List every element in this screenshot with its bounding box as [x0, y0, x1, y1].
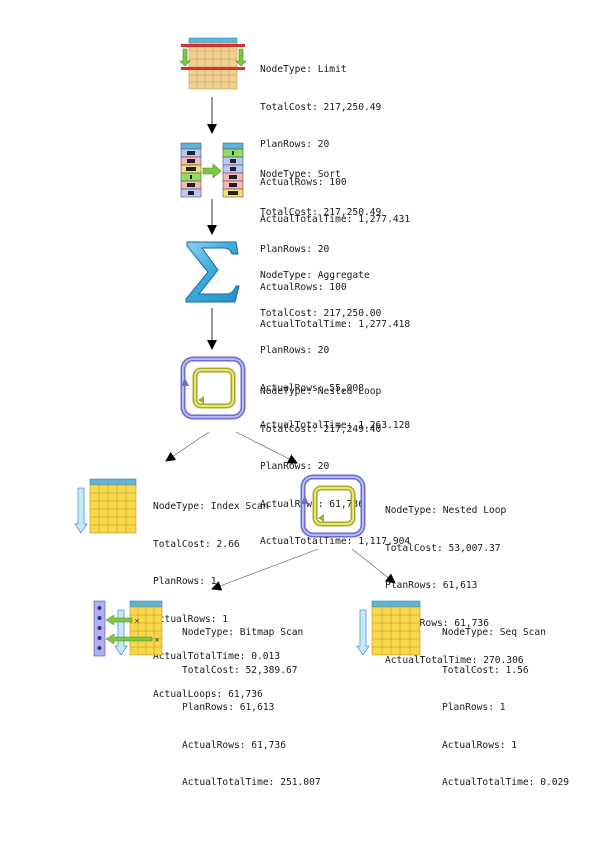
- node-nested-loop-1-line-4: ActualRows: 61,736: [260, 498, 364, 510]
- node-aggregate-line-1: NodeType: Aggregate: [260, 270, 370, 281]
- node-seq-scan-line-4: ActualRows: 1: [442, 739, 518, 751]
- node-nested-loop-1-text: NodeType: Nested Loop TotalCost: 217,249…: [260, 361, 410, 561]
- node-nested-loop-1-line-3: PlanRows: 20: [260, 461, 330, 472]
- node-seq-scan-text: NodeType: Seq Scan TotalCost: 1.56 PlanR…: [442, 602, 569, 802]
- node-sort-line-2: TotalCost: 217,250.49: [260, 206, 382, 218]
- node-aggregate-line-5: ActualTotalTime: 1,263.128: [260, 420, 411, 431]
- node-aggregate-text: NodeType: Aggregate TotalCost: 217,250.0…: [260, 245, 410, 445]
- node-index-scan-line-2: TotalCost: 2.66: [153, 538, 240, 550]
- node-index-scan-line-6: ActualLoops: 61,736: [153, 688, 263, 700]
- edge-nestedloop-nestedloop2: [235, 431, 298, 464]
- node-sort-line-3: PlanRows: 20: [260, 244, 330, 255]
- node-nested-loop-2-line-2: TotalCost: 53,007.37: [385, 542, 501, 554]
- node-seq-scan-line-5: ActualTotalTime: 0.029: [442, 777, 570, 788]
- node-aggregate-line-3: PlanRows: 20: [260, 345, 330, 356]
- node-nested-loop-1-line-1: NodeType: Nested Loop: [260, 386, 382, 397]
- node-seq-scan-line-3: PlanRows: 1: [442, 702, 506, 713]
- node-index-scan-text: NodeType: Index Scan TotalCost: 2.66 Pla…: [153, 476, 280, 714]
- node-limit-line-4: ActualRows: 100: [260, 176, 347, 188]
- node-sort-line-1: NodeType: Sort: [260, 169, 341, 180]
- node-limit-line-5: ActualTotalTime: 1,277.431: [260, 214, 411, 225]
- node-index-scan-line-1: NodeType: Index Scan: [153, 501, 269, 512]
- node-nested-loop-1-line-2: TotalCost: 217,249.40: [260, 423, 382, 435]
- node-limit-line-3: PlanRows: 20: [260, 139, 330, 150]
- limit-icon: [179, 37, 247, 90]
- svg-text:×: ×: [134, 617, 140, 625]
- node-limit-line-2: TotalCost: 217,250.49: [260, 101, 382, 113]
- edge-nestedloop2-seqscan: [351, 548, 396, 584]
- index-scan-icon: [74, 478, 137, 534]
- node-index-scan-line-3: PlanRows: 1: [153, 576, 217, 587]
- node-seq-scan-line-1: NodeType: Seq Scan: [442, 627, 546, 638]
- svg-text:×: ×: [154, 636, 160, 644]
- edge-nestedloop2-bitmapscan: [211, 548, 319, 591]
- node-nested-loop-2-line-5: ActualTotalTime: 270.306: [385, 655, 524, 666]
- node-bitmap-scan-line-4: ActualRows: 61,736: [182, 739, 286, 751]
- node-index-scan-line-5: ActualTotalTime: 0.013: [153, 651, 281, 662]
- bitmap-scan-icon: × ×: [93, 600, 163, 657]
- node-aggregate-line-2: TotalCost: 217,250.00: [260, 307, 382, 319]
- node-index-scan-line-4: ActualRows: 1: [153, 613, 229, 625]
- sort-icon: [180, 142, 244, 198]
- node-bitmap-scan-line-1: NodeType: Bitmap Scan: [182, 627, 304, 638]
- node-nested-loop-2-line-1: NodeType: Nested Loop: [385, 505, 507, 516]
- node-limit-line-1: NodeType: Limit: [260, 64, 347, 75]
- sigma-icon: [185, 241, 240, 303]
- node-sort-line-5: ActualTotalTime: 1,277.418: [260, 319, 411, 330]
- node-sort-line-4: ActualRows: 100: [260, 281, 347, 293]
- node-bitmap-scan-line-3: PlanRows: 61,613: [182, 702, 275, 713]
- loop-icon: [180, 356, 246, 420]
- node-nested-loop-1-line-5: ActualTotalTime: 1,117.904: [260, 536, 411, 547]
- node-aggregate-line-4: ActualRows: 55,008: [260, 382, 364, 394]
- loop-icon: [300, 474, 366, 538]
- node-bitmap-scan-line-5: ActualTotalTime: 251.007: [182, 777, 321, 788]
- node-limit-text: NodeType: Limit TotalCost: 217,250.49 Pl…: [260, 39, 410, 239]
- node-bitmap-scan-text: NodeType: Bitmap Scan TotalCost: 52,389.…: [182, 602, 321, 802]
- node-nested-loop-2-line-3: PlanRows: 61,613: [385, 580, 478, 591]
- edge-nestedloop-indexscan: [165, 431, 210, 462]
- seq-scan-icon: [356, 600, 421, 656]
- node-sort-text: NodeType: Sort TotalCost: 217,250.49 Pla…: [260, 144, 410, 344]
- node-seq-scan-line-2: TotalCost: 1.56: [442, 664, 529, 676]
- node-bitmap-scan-line-2: TotalCost: 52,389.67: [182, 664, 298, 676]
